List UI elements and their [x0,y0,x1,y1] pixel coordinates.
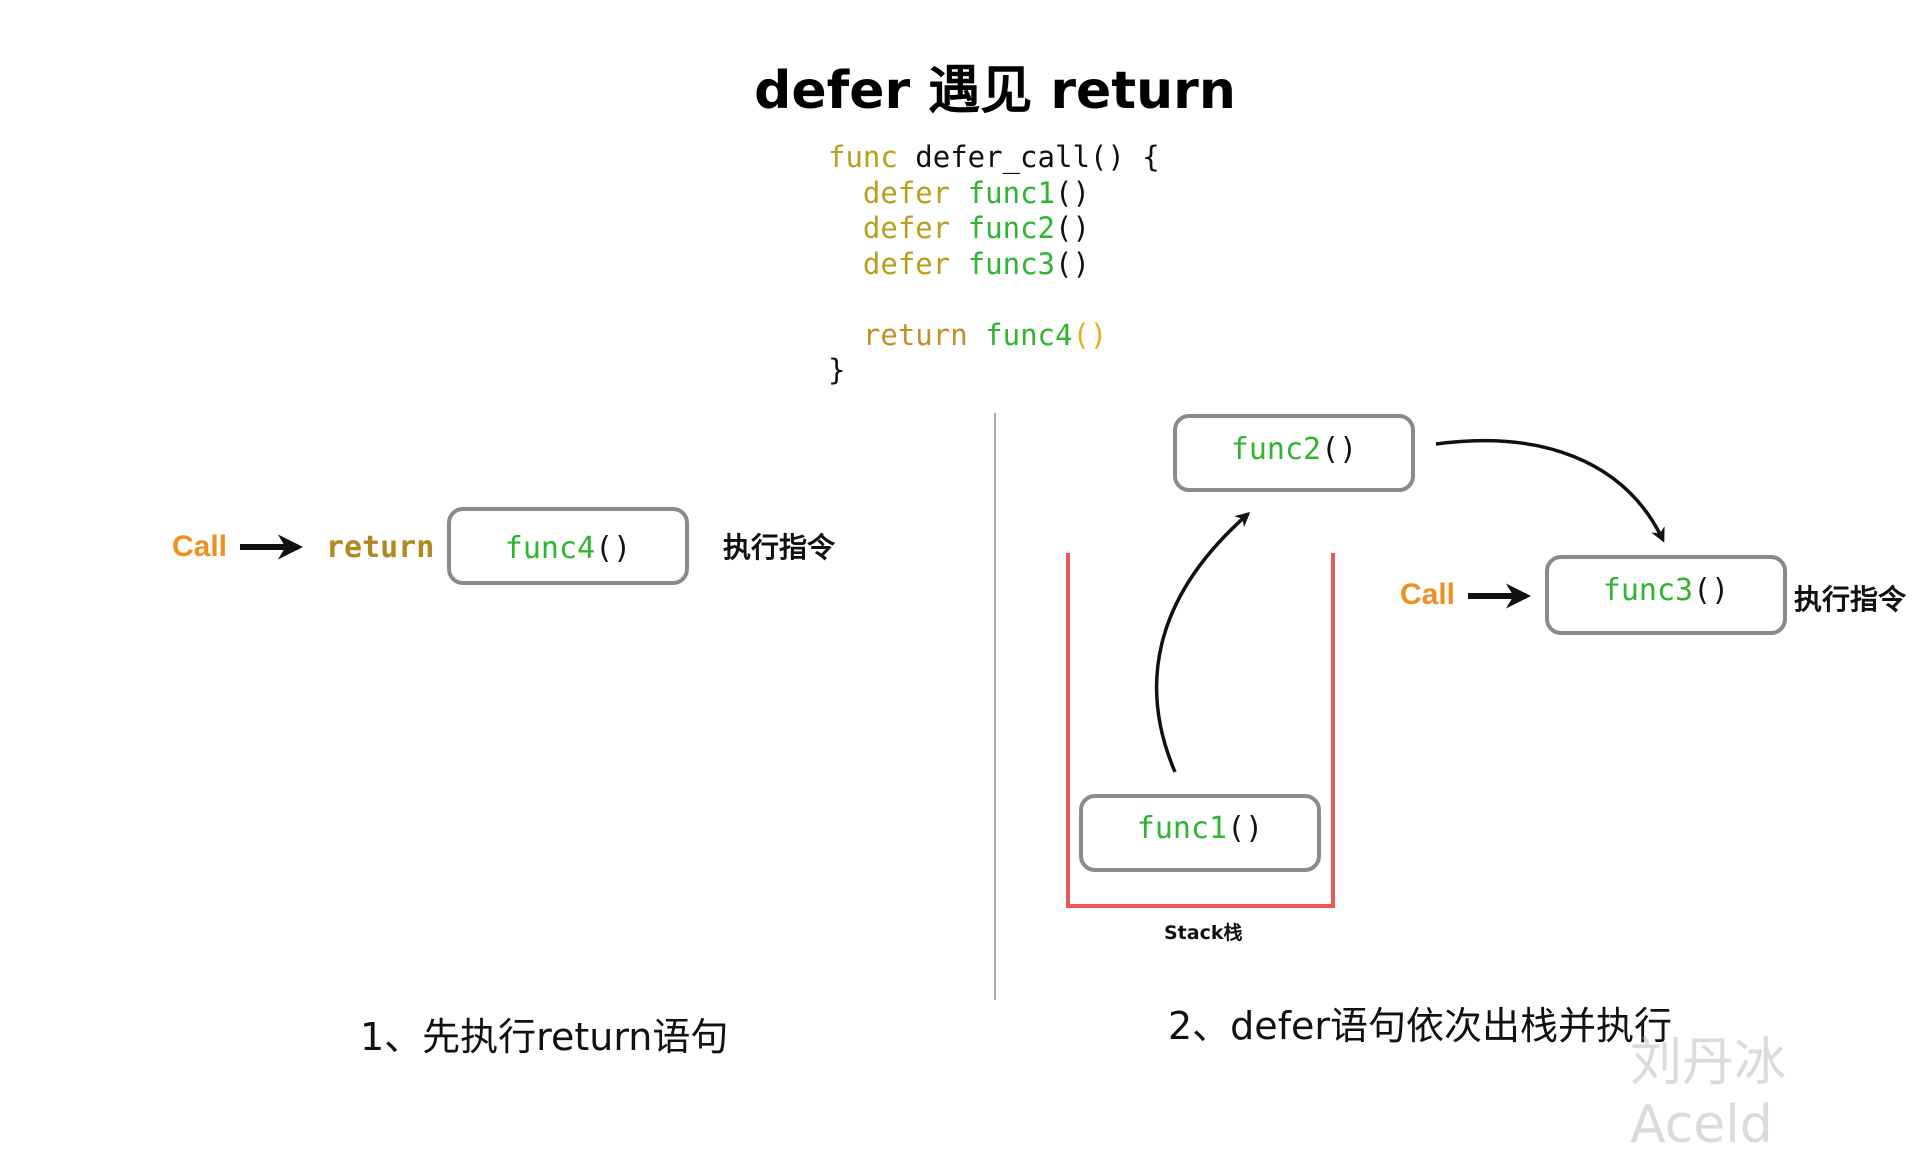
step1-caption: 1、先执行return语句 [360,1015,729,1059]
func3-box [1545,555,1787,635]
diagram-canvas [240,413,1787,1000]
code-text: defer_call() { [897,140,1160,174]
return-label: return [326,530,435,565]
code-block: func defer_call() { defer func1() defer … [828,140,1160,389]
func1-name: func1 [1136,811,1228,846]
code-keyword: defer [862,211,951,245]
func2-name: func2 [1230,432,1322,467]
func2-box [1173,414,1415,492]
code-keyword: defer [862,175,951,210]
func4-label: func4() [449,531,687,566]
stack-container [1066,553,1335,908]
code-parens: () [1072,317,1108,352]
code-keyword: return [862,317,968,352]
func2-parens: () [1321,432,1358,467]
func1-parens: () [1227,811,1264,846]
func2-label: func2() [1175,432,1413,467]
code-close-brace: } [828,353,846,387]
code-parens: () [1055,246,1090,281]
func3-name: func3 [1602,573,1694,608]
page-title: defer 遇见 return [754,61,1236,121]
func4-parens: () [595,531,632,566]
instruction-label: 执行指令 [723,531,836,564]
pop-arrow-func2-to-func3 [1435,438,1665,543]
pop-arrow-func1-to-func2 [1154,512,1251,773]
watermark: 刘丹冰Aceld [1630,1033,1787,1155]
func3-label: func3() [1547,573,1785,608]
code-function: func3 [967,246,1056,281]
code-parens: () [1055,175,1090,210]
step2-caption: 2、defer语句依次出栈并执行 [1168,1004,1673,1048]
stack-label: Stack栈 [1164,922,1243,944]
code-function: func1 [967,175,1056,210]
code-parens: () [1055,211,1090,245]
instruction-label-right: 执行指令 [1794,583,1907,616]
call-label: Call [172,530,228,563]
func1-box [1079,794,1321,872]
func3-parens: () [1693,573,1730,608]
func4-name: func4 [504,531,596,566]
func4-box [447,507,689,585]
code-keyword: func [828,140,898,174]
code-function: func4 [985,317,1073,352]
code-function: func2 [967,211,1056,245]
func1-label: func1() [1081,811,1319,846]
call-label-right: Call [1400,578,1456,611]
code-keyword: defer [862,246,951,281]
